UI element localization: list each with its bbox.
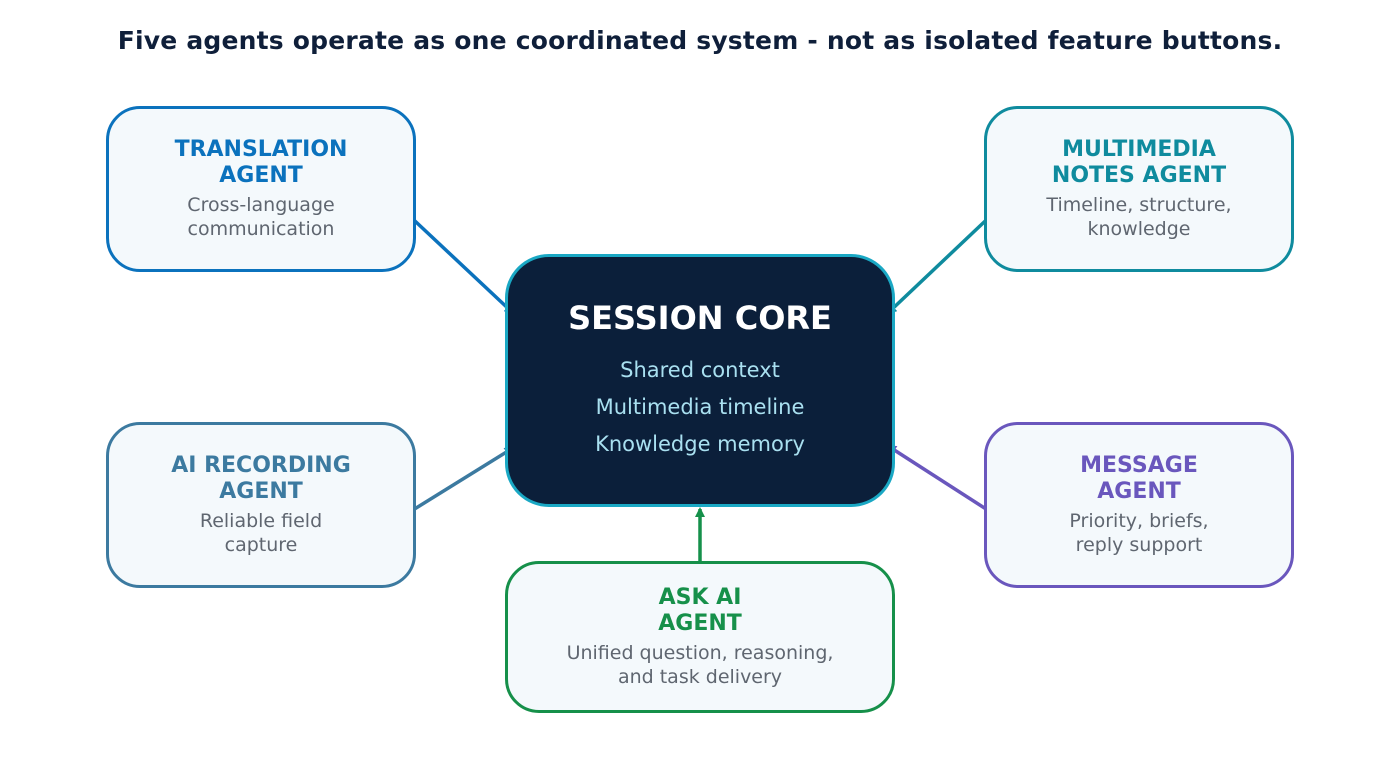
agent-description: Reliable field capture <box>199 510 323 556</box>
agent-message: MESSAGE AGENT Priority, briefs, reply su… <box>984 422 1294 588</box>
agent-multimedia-notes: MULTIMEDIA NOTES AGENT Timeline, structu… <box>984 106 1294 272</box>
agent-description: Timeline, structure, knowledge <box>1046 194 1232 240</box>
agent-description: Priority, briefs, reply support <box>1069 510 1209 556</box>
core-item-memory: Knowledge memory <box>595 432 805 456</box>
arrow-translation-to-core <box>398 205 515 315</box>
core-title: SESSION CORE <box>568 299 832 337</box>
arrow-notes-to-core <box>886 205 1002 315</box>
agent-description: Unified question, reasoning, and task de… <box>566 642 834 688</box>
agent-name: MULTIMEDIA NOTES AGENT <box>1051 137 1227 188</box>
diagram-title: Five agents operate as one coordinated s… <box>117 26 1283 55</box>
agent-ask-ai: ASK AI AGENT Unified question, reasoning… <box>505 561 895 713</box>
agent-description: Cross-language communication <box>187 194 335 240</box>
agent-name: ASK AI AGENT <box>658 585 742 636</box>
agent-name: AI RECORDING AGENT <box>171 453 351 504</box>
agent-name: MESSAGE AGENT <box>1080 453 1198 504</box>
session-core: SESSION CORE Shared context Multimedia t… <box>505 254 895 507</box>
core-item-timeline: Multimedia timeline <box>595 395 805 419</box>
arrow-message-to-core <box>886 444 1001 520</box>
agent-name: TRANSLATION AGENT <box>174 137 348 188</box>
agent-ai-recording: AI RECORDING AGENT Reliable field captur… <box>106 422 416 588</box>
arrow-recording-to-core <box>399 446 515 520</box>
core-item-context: Shared context <box>620 358 780 382</box>
agent-translation: TRANSLATION AGENT Cross-language communi… <box>106 106 416 272</box>
